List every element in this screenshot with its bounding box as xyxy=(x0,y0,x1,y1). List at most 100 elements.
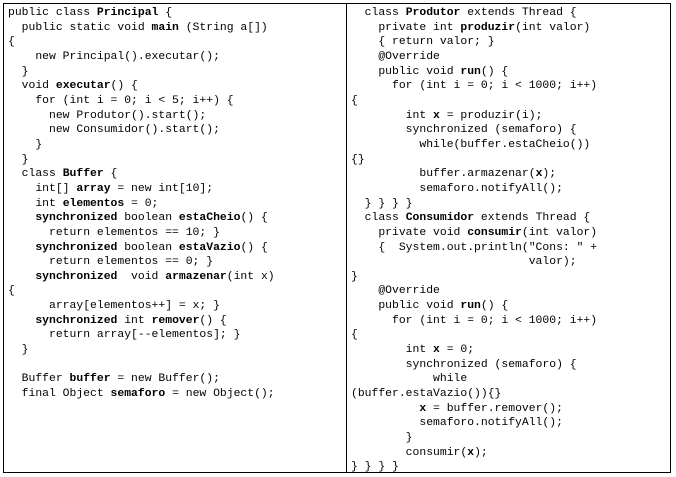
code-text: { xyxy=(158,7,173,19)
code-text: (int valor) xyxy=(515,21,591,34)
code-text: { xyxy=(8,36,15,49)
code-text: } } } } xyxy=(351,197,413,210)
left-code-line: synchronized boolean estaCheio() { xyxy=(8,211,346,226)
left-code-line: new Consumidor().start(); xyxy=(8,123,346,138)
code-text: = new Buffer(); xyxy=(110,373,220,386)
code-text xyxy=(8,242,35,254)
right-code-line: } } } } xyxy=(351,197,670,212)
code-text: return elementos == 0; } xyxy=(8,256,214,269)
left-code-line: } xyxy=(8,138,346,153)
right-code-line: consumir(x); xyxy=(351,446,670,461)
code-identifier: synchronized xyxy=(35,314,118,327)
right-code-line: { xyxy=(351,94,670,109)
left-code-line: synchronized int remover() { xyxy=(8,314,346,329)
code-text: int xyxy=(117,314,152,327)
right-code-line: synchronized (semaforo) { xyxy=(351,123,670,138)
code-text: ); xyxy=(474,446,488,459)
right-code-line: class Produtor extends Thread { xyxy=(351,6,670,21)
code-text: private void xyxy=(351,226,468,239)
code-identifier: estaCheio xyxy=(178,212,241,225)
code-text: synchronized (semaforo) { xyxy=(351,358,577,371)
code-identifier: main xyxy=(151,21,179,34)
right-code-line: } xyxy=(351,431,670,446)
code-text: () { xyxy=(240,241,268,254)
code-text: = new int[10]; xyxy=(110,182,214,195)
code-text: { xyxy=(351,329,358,342)
code-text: return array[--elementos]; } xyxy=(8,329,241,342)
left-code-line: int elementos = 0; xyxy=(8,197,346,212)
code-text xyxy=(8,315,35,327)
code-text: } xyxy=(351,432,413,445)
right-code-line: for (int i = 0; i < 1000; i++) xyxy=(351,79,670,94)
code-text: class xyxy=(8,168,63,181)
code-text: class xyxy=(351,212,406,225)
code-text: semaforo.notifyAll(); xyxy=(351,417,563,430)
code-text: extends Thread { xyxy=(474,212,591,225)
code-text: } xyxy=(8,65,29,78)
right-code-line: valor); xyxy=(351,255,670,270)
code-identifier: semaforo xyxy=(110,388,166,401)
right-code-line: for (int i = 0; i < 1000; i++) xyxy=(351,314,670,329)
right-code-line: (buffer.estaVazio()){} xyxy=(351,387,670,402)
code-text: { System.out.println("Cons: " + xyxy=(351,241,598,254)
left-code-line: } xyxy=(8,65,346,80)
code-text: (buffer.estaVazio()){} xyxy=(351,388,502,401)
right-code-line: {} xyxy=(351,153,670,168)
code-identifier: Principal xyxy=(96,7,159,19)
code-text: (String a[]) xyxy=(178,21,268,34)
left-code-line: { xyxy=(8,284,346,299)
code-text: buffer.armazenar( xyxy=(351,168,536,181)
code-text: = produzir(i); xyxy=(439,109,543,122)
code-text: extends Thread { xyxy=(460,7,577,19)
right-code-line: { return valor; } xyxy=(351,35,670,50)
code-text: ); xyxy=(542,168,557,181)
right-code-line: x = buffer.remover(); xyxy=(351,402,670,417)
code-text: synchronized (semaforo) { xyxy=(351,124,577,137)
code-text: } xyxy=(8,153,29,166)
code-text: public static void xyxy=(8,21,152,34)
code-identifier: run xyxy=(460,300,481,313)
left-code-line: return elementos == 10; } xyxy=(8,226,346,241)
code-text: return elementos == 10; } xyxy=(8,226,220,239)
code-identifier: executar xyxy=(55,80,111,93)
code-text: { xyxy=(351,94,358,107)
code-text: for (int i = 0; i < 1000; i++) xyxy=(351,314,598,327)
left-code-line: new Produtor().start(); xyxy=(8,109,346,124)
left-code-line: Buffer buffer = new Buffer(); xyxy=(8,372,346,387)
code-text: Buffer xyxy=(8,373,70,386)
right-code-line: } } } } xyxy=(351,460,670,472)
code-text: boolean xyxy=(117,212,179,225)
code-text: boolean xyxy=(117,241,179,254)
code-text: @Override xyxy=(351,285,440,298)
code-identifier: consumir xyxy=(467,226,522,239)
right-code-line: synchronized (semaforo) { xyxy=(351,358,670,373)
code-text: while(buffer.estaCheio()) xyxy=(351,138,591,151)
code-identifier: synchronized xyxy=(35,212,118,225)
code-text xyxy=(8,271,35,283)
right-code-line: { System.out.println("Cons: " + xyxy=(351,241,670,256)
code-identifier: run xyxy=(460,65,481,78)
left-code-line: } xyxy=(8,343,346,358)
right-code-line: class Consumidor extends Thread { xyxy=(351,211,670,226)
code-identifier: x xyxy=(419,402,427,415)
code-identifier: x xyxy=(433,109,440,122)
code-text: int xyxy=(351,344,434,357)
code-identifier: buffer xyxy=(69,373,111,386)
code-text: for (int i = 0; i < 5; i++) { xyxy=(8,94,234,107)
left-code-line: final Object semaforo = new Object(); xyxy=(8,387,346,402)
code-identifier: elementos xyxy=(62,197,125,210)
code-text: = 0; xyxy=(124,197,159,210)
left-code-line xyxy=(8,358,346,373)
code-text: consumir( xyxy=(351,446,468,459)
right-code-column: class Produtor extends Thread { private … xyxy=(347,4,670,472)
code-text: = new Object(); xyxy=(165,388,275,401)
left-code-line: new Principal().executar(); xyxy=(8,50,346,65)
code-text xyxy=(8,212,35,224)
code-identifier: Consumidor xyxy=(405,212,475,225)
code-text: { return valor; } xyxy=(351,36,495,49)
code-text: = buffer.remover(); xyxy=(426,402,563,415)
right-code-line: public void run() { xyxy=(351,65,670,80)
left-code-line: int[] array = new int[10]; xyxy=(8,182,346,197)
left-code-line: array[elementos++] = x; } xyxy=(8,299,346,314)
code-text: semaforo.notifyAll(); xyxy=(351,182,563,195)
